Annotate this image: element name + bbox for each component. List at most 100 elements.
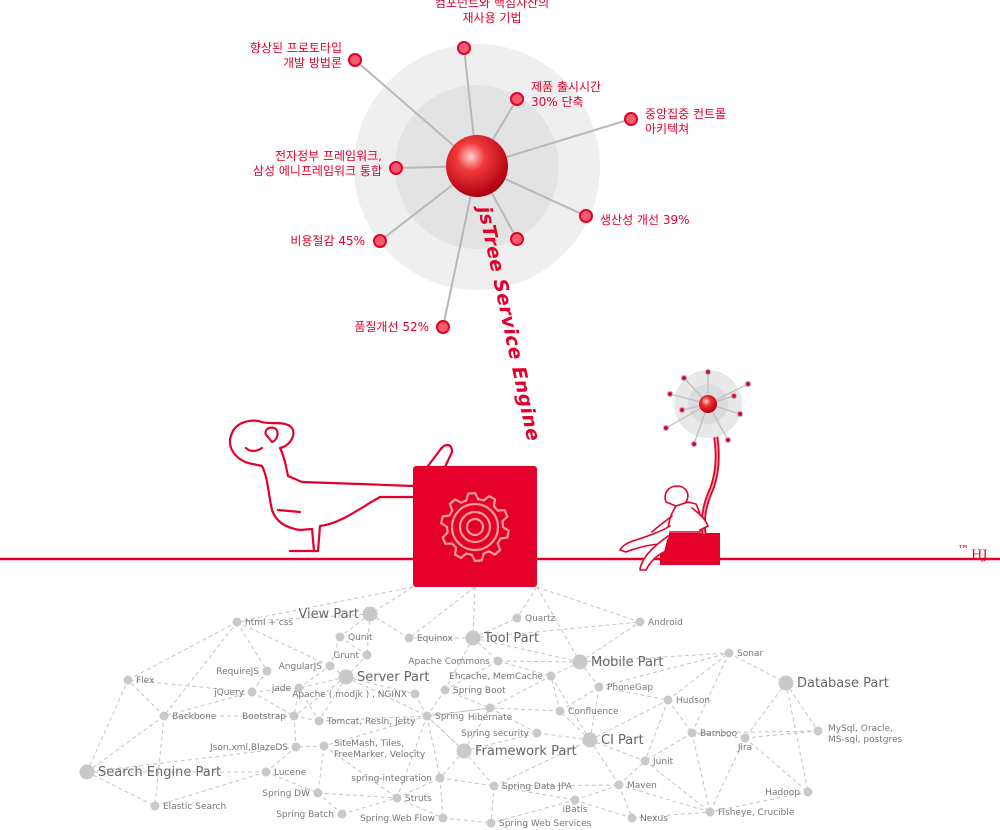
network-edge — [589, 699, 669, 741]
benefit-node — [348, 53, 362, 67]
part-node — [79, 764, 95, 780]
tech-node — [392, 793, 402, 803]
red-bench — [660, 533, 720, 565]
tech-node — [803, 787, 813, 797]
network-edge — [589, 739, 646, 762]
network-edge — [439, 750, 465, 779]
tech-label: Spring Web Flow — [360, 814, 435, 824]
benefit-label-line: 전자정부 프레임워크, — [275, 149, 382, 163]
network-edge — [345, 654, 368, 678]
tech-label-line: Qunit — [348, 633, 373, 643]
benefit-label: 비용절감 45% — [290, 234, 365, 248]
benefit-label-line: 품질개선 52% — [354, 320, 429, 334]
tech-label: html + css — [245, 618, 293, 628]
part-label: Database Part — [797, 676, 889, 691]
tech-label-line: Spring — [435, 712, 464, 722]
network-edge — [154, 771, 267, 807]
tech-label: Fisheye, Crucible — [718, 808, 795, 818]
network-edge — [86, 746, 297, 773]
tech-label-line: Bamboo — [700, 729, 738, 739]
network-edge — [691, 732, 746, 739]
network-edge — [317, 792, 343, 815]
tech-label: Elastic Search — [163, 802, 226, 812]
tech-label-line: Apache Commons — [408, 657, 490, 667]
tech-label: Spring security — [461, 729, 530, 739]
tech-label: Flex — [136, 676, 155, 686]
network-edge — [236, 621, 268, 672]
network-edge — [490, 785, 495, 824]
tech-label-line: Fisheye, Crucible — [718, 808, 795, 818]
benefit-label-line: 중앙집중 컨트롤 — [645, 107, 726, 121]
tech-label-line: FreeMarker, Velocity — [334, 750, 426, 760]
network-edge — [396, 777, 441, 799]
network-edge — [497, 660, 581, 663]
network-edge — [86, 771, 156, 807]
tech-label: Bamboo — [700, 729, 738, 739]
part-node — [465, 630, 481, 646]
tech-label-line: Elastic Search — [163, 802, 226, 812]
tech-node — [640, 756, 650, 766]
tech-label-line: Spring Web Flow — [360, 814, 435, 824]
network-edge — [550, 661, 581, 677]
tech-label: Qunit — [348, 633, 373, 643]
tech-label-line: jade — [271, 684, 292, 694]
network-edge — [691, 652, 730, 734]
tech-node — [232, 617, 242, 627]
tech-node — [724, 648, 734, 658]
network-edge — [472, 586, 476, 639]
tech-label-line: Spring security — [461, 729, 530, 739]
tech-label: Spring Batch — [276, 810, 334, 820]
tech-node — [337, 809, 347, 819]
tech-label-line: MS-sql, postgres — [828, 735, 903, 745]
tech-label-line: Tomcat, Resin, Jetty — [326, 717, 416, 727]
network-edge — [236, 613, 371, 623]
tech-label-line: Struts — [405, 794, 432, 804]
network-edge — [408, 586, 476, 639]
tech-node — [813, 726, 823, 736]
tech-label-line: iBatis — [563, 805, 588, 815]
tech-node — [570, 795, 580, 805]
tech-label-line: Lucene — [274, 768, 307, 778]
tech-label: RequireJS — [216, 667, 259, 677]
tech-label: iBatis — [563, 805, 588, 815]
flower-petal-dot — [724, 436, 732, 444]
tech-node — [627, 813, 637, 823]
part-label: Mobile Part — [591, 655, 663, 670]
tech-label-line: Nexus — [640, 814, 668, 824]
flower-petal-dot — [662, 424, 670, 432]
tech-label-line: Maven — [627, 781, 657, 791]
tech-node — [705, 807, 715, 817]
tech-node — [489, 781, 499, 791]
tech-node — [261, 767, 271, 777]
tech-label-line: Spring Batch — [276, 810, 334, 820]
tech-label: Grunt — [333, 651, 359, 661]
tech-label-line: Grunt — [333, 651, 359, 661]
network-edge — [489, 707, 538, 734]
network-edge — [298, 665, 331, 689]
tech-label-line: AngularJS — [279, 662, 323, 672]
tech-node — [123, 675, 133, 685]
network-edge — [709, 791, 809, 813]
network-edge — [154, 715, 165, 807]
benefit-label: 생산성 개선 39% — [600, 213, 690, 227]
tech-label-line: Json,xml,BlazeDS — [209, 743, 288, 753]
network-edge — [618, 760, 646, 786]
tech-node — [159, 711, 169, 721]
trademark-mark: ™ — [958, 543, 969, 556]
network-edge — [251, 691, 295, 717]
network-edge — [644, 732, 693, 762]
tech-node — [663, 695, 673, 705]
tech-node — [410, 689, 420, 699]
tech-label: Quartz — [525, 614, 556, 624]
network-edge — [318, 676, 347, 722]
tech-node — [614, 780, 624, 790]
tech-node — [294, 683, 304, 693]
tech-label: Apache ( modjk ) , NGINX — [292, 690, 407, 700]
network-edge — [163, 691, 253, 717]
network-edge — [667, 652, 730, 701]
tech-label-line: Sonar — [737, 649, 763, 659]
benefit-label-line: 개발 방법론 — [283, 56, 342, 70]
